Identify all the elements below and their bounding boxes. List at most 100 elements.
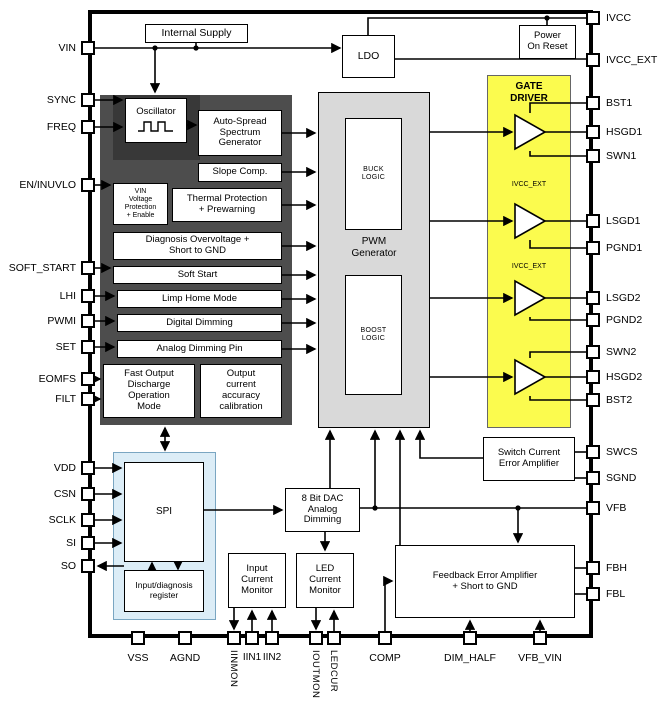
pin-label-ivcc: IVCC xyxy=(606,12,632,24)
pin-label-eomfs: EOMFS xyxy=(38,373,76,385)
block-led-current-monitor: LED Current Monitor xyxy=(296,553,354,608)
pin-label-swn2: SWN2 xyxy=(606,346,637,358)
pin-vfb-vin xyxy=(533,631,547,645)
pin-fbl xyxy=(586,587,600,601)
pin-label-fbl: FBL xyxy=(606,588,626,600)
pin-ioutmon xyxy=(309,631,323,645)
pin-hsgd2 xyxy=(586,370,600,384)
pin-label-lhi: LHI xyxy=(59,290,76,302)
pin-label-si: SI xyxy=(66,537,76,549)
block-spi: SPI xyxy=(124,462,204,562)
pin-sgnd xyxy=(586,471,600,485)
pin-label-sclk: SCLK xyxy=(48,514,76,526)
pin-label-iinmon: IINMON xyxy=(228,650,239,688)
pin-label-vdd: VDD xyxy=(53,462,76,474)
pin-eomfs xyxy=(81,372,95,386)
pin-label-swn1: SWN1 xyxy=(606,150,637,162)
pin-label-sync: SYNC xyxy=(46,94,76,106)
block-power-on-reset: Power On Reset xyxy=(519,25,576,59)
pin-label-bst2: BST2 xyxy=(606,394,633,406)
block-dac: 8 Bit DAC Analog Dimming xyxy=(285,488,360,532)
pin-ledcur xyxy=(327,631,341,645)
pin-label-swcs: SWCS xyxy=(606,446,638,458)
pin-label-lsgd1: LSGD1 xyxy=(606,215,641,227)
ivcc-ext-label-2: IVCC_EXT xyxy=(511,263,547,270)
pin-label-comp: COMP xyxy=(369,652,401,664)
pin-fbh xyxy=(586,561,600,575)
pin-label-en-inuvlo: EN/INUVLO xyxy=(19,179,76,191)
pin-label-filt: FILT xyxy=(55,393,76,405)
block-buck-logic: BUCK LOGIC xyxy=(345,118,402,230)
ivcc-ext-label-1: IVCC_EXT xyxy=(511,181,547,188)
gate-driver-background xyxy=(487,75,571,428)
pin-sclk xyxy=(81,513,95,527)
pin-label-pgnd1: PGND1 xyxy=(606,242,643,254)
pin-label-iin1: IIN1 xyxy=(242,652,262,663)
block-vin-protection: VIN Voltage Protection + Enable xyxy=(113,183,168,225)
pin-lhi xyxy=(81,289,95,303)
square-wave-icon xyxy=(138,121,173,132)
block-output-current-calibration: Output current accuracy calibration xyxy=(200,364,282,418)
block-digital-dimming: Digital Dimming xyxy=(117,314,282,332)
block-auto-spread: Auto-Spread Spectrum Generator xyxy=(198,110,282,156)
pin-label-ivcc-ext: IVCC_EXT xyxy=(606,54,658,66)
pin-label-vfb: VFB xyxy=(606,502,627,514)
pin-label-vss: VSS xyxy=(127,652,149,664)
pin-label-set: SET xyxy=(55,341,76,353)
block-internal-supply: Internal Supply xyxy=(145,24,248,43)
block-thermal-protection: Thermal Protection + Prewarning xyxy=(172,188,282,222)
pin-iinmon xyxy=(227,631,241,645)
pin-lsgd2 xyxy=(586,291,600,305)
block-input-diag-register: Input/diagnosis register xyxy=(124,570,204,612)
pin-csn xyxy=(81,487,95,501)
pin-label-pgnd2: PGND2 xyxy=(606,314,643,326)
pin-en-inuvlo xyxy=(81,178,95,192)
pin-label-fbh: FBH xyxy=(606,562,627,574)
pin-iin2 xyxy=(265,631,279,645)
pin-label-iin2: IIN2 xyxy=(262,652,282,663)
block-diagnosis: Diagnosis Overvoltage + Short to GND xyxy=(113,232,282,260)
pin-so xyxy=(81,559,95,573)
pin-label-vin: VIN xyxy=(58,42,76,54)
pin-label-sgnd: SGND xyxy=(606,472,637,484)
pin-label-vfb-vin: VFB_VIN xyxy=(518,652,562,664)
pin-label-so: SO xyxy=(60,560,76,572)
pin-set xyxy=(81,340,95,354)
pin-filt xyxy=(81,392,95,406)
pin-label-bst1: BST1 xyxy=(606,97,633,109)
pin-ivcc-ext xyxy=(586,53,600,67)
pin-label-agnd: AGND xyxy=(169,652,201,664)
pin-label-pwmi: PWMI xyxy=(47,315,76,327)
pin-ivcc xyxy=(586,11,600,25)
pin-si xyxy=(81,536,95,550)
pin-vss xyxy=(131,631,145,645)
pin-pgnd2 xyxy=(586,313,600,327)
pin-dim-half xyxy=(463,631,477,645)
pin-swcs xyxy=(586,445,600,459)
block-oscillator: Oscillator xyxy=(125,98,187,143)
pin-label-lsgd2: LSGD2 xyxy=(606,292,641,304)
pin-label-ledcur: LEDCUR xyxy=(328,650,339,693)
block-fast-output-discharge: Fast Output Discharge Operation Mode xyxy=(103,364,195,418)
pin-agnd xyxy=(178,631,192,645)
pin-vin xyxy=(81,41,95,55)
block-feedback-amp: Feedback Error Amplifier + Short to GND xyxy=(395,545,575,618)
pin-hsgd1 xyxy=(586,125,600,139)
block-input-current-monitor: Input Current Monitor xyxy=(228,553,286,608)
block-limp-home: Limp Home Mode xyxy=(117,290,282,308)
pin-lsgd1 xyxy=(586,214,600,228)
block-boost-logic: BOOST LOGIC xyxy=(345,275,402,395)
pin-label-csn: CSN xyxy=(53,488,76,500)
pin-comp xyxy=(378,631,392,645)
pin-pgnd1 xyxy=(586,241,600,255)
pin-bst1 xyxy=(586,96,600,110)
pin-vfb xyxy=(586,501,600,515)
pin-label-hsgd1: HSGD1 xyxy=(606,126,643,138)
pin-sync xyxy=(81,93,95,107)
pin-swn2 xyxy=(586,345,600,359)
pin-bst2 xyxy=(586,393,600,407)
pin-iin1 xyxy=(245,631,259,645)
block-ldo: LDO xyxy=(342,35,395,78)
pin-vdd xyxy=(81,461,95,475)
